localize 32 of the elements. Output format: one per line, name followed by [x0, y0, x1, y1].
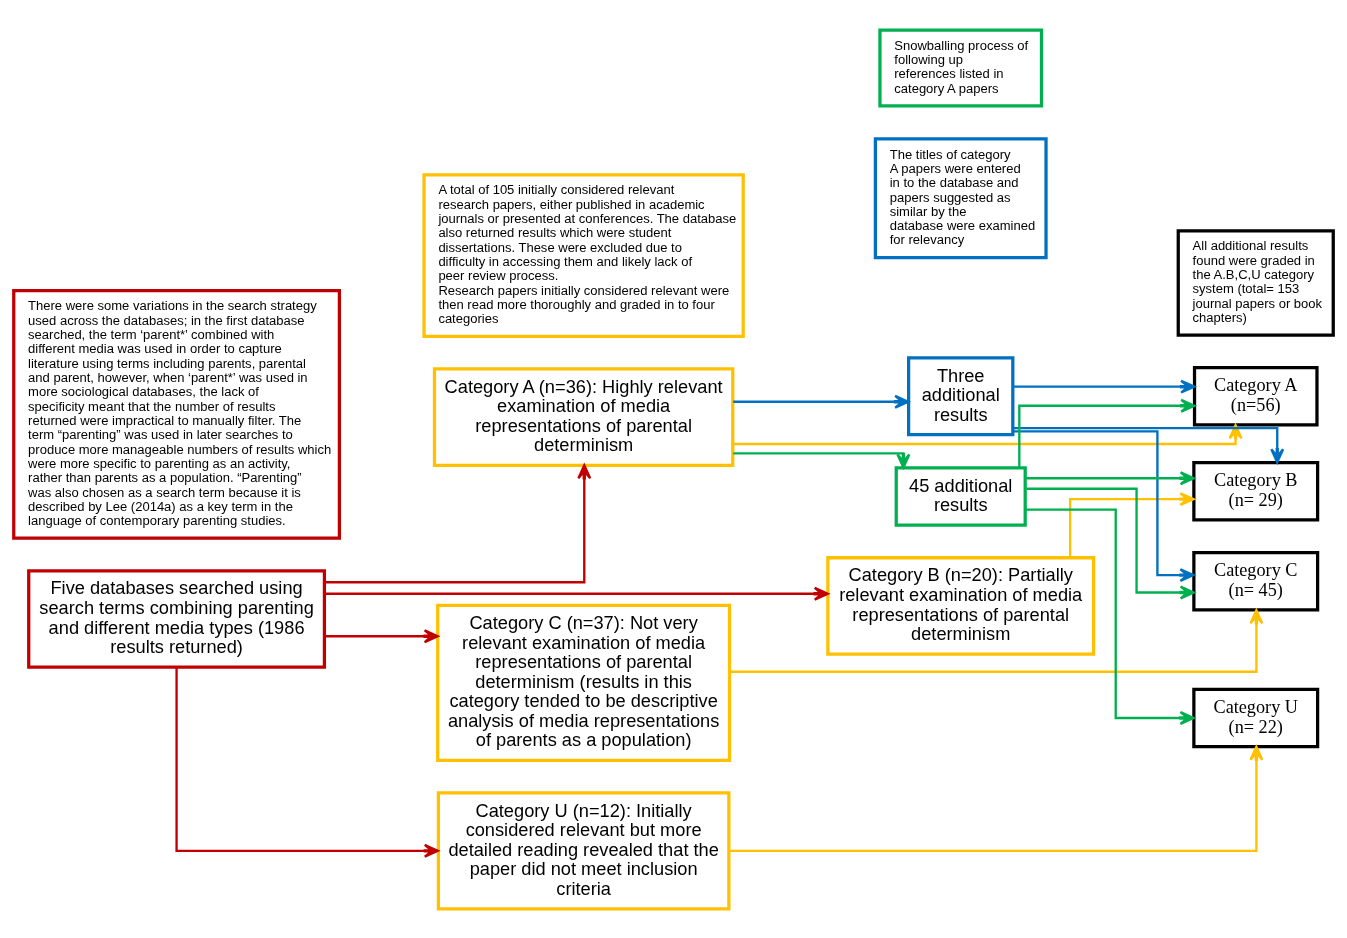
arrow [1025, 507, 1195, 725]
node-box: Category C (n= 45) [1192, 550, 1320, 611]
arrow [324, 586, 829, 601]
node-box: A total of 105 initially considered relevant research papers, either published in academic journals or presented at conferences. The database also returned results which were student dissertations. These were excluded due to difficulty in accessing them and likely lack of peer review process. Research papers initially considered relevant were then read more thoroughly and graded in to four categories [422, 172, 745, 338]
node-box: Category B (n= 29) [1192, 460, 1320, 522]
arrow [1013, 379, 1196, 394]
node-box: Five databases searched using search terms combining parenting and different media types (1986 results returned) [27, 568, 327, 669]
arrow [729, 745, 1264, 852]
node-box: Category U (n=12): Initially considered relevant but more detailed reading revealed that the paper did not meet inclusion criteria [436, 790, 731, 910]
node-box: Category C (n=37): Not very relevant examination of media representations of parental determinism (results in this category tended to be descriptive analysis of media representations of parents as a population) [436, 603, 732, 762]
arrow [1068, 491, 1195, 558]
arrow [175, 667, 439, 858]
arrow [324, 628, 439, 643]
node-box: Category B (n=20): Partially relevant examination of media representations of parental determinism [826, 555, 1096, 656]
node-box: 45 additional results [894, 465, 1027, 527]
arrow [1025, 470, 1195, 485]
node-box: All additional results found were graded in the A.B,C,U category system (total= 153 journal papers or book chapters) [1176, 228, 1335, 337]
node-box: Snowballing process of following up references listed in category A papers [878, 28, 1044, 107]
node-box: Category A (n=36): Highly relevant examination of media representations of parental determinism [432, 366, 735, 467]
node-box: Category U (n= 22) [1192, 687, 1320, 748]
arrow [1013, 426, 1285, 463]
arrow [324, 463, 592, 583]
arrow [1018, 398, 1196, 468]
arrow [1025, 487, 1195, 599]
arrow [1012, 429, 1195, 582]
arrow [729, 608, 1264, 673]
arrow [733, 394, 910, 409]
node-box: Three additional results [907, 355, 1015, 436]
node-box: Category A (n=56) [1192, 365, 1319, 426]
arrow [733, 451, 911, 469]
node-box: There were some variations in the search strategy used across the databases; in the first database searched, the term ‘parent*’ combined with different media was used in order to capture literature using terms including parents, parental and parent, however, when ‘parent*’ was used in more sociological databases, the lack of specificity meant that the number of results returned were impractical to manually filter. The term “parenting” was used in later searches to produce more manageable numbers of results which were more specific to parenting as an activity, rather than parents as a population. “Parenting” was also chosen as a search term because it is described by Lee (2014a) as a key term in the language of contemporary parenting studies. [12, 288, 341, 540]
node-box: The titles of category A papers were entered in to the database and papers suggested as similar by the database were examined for relevancy [873, 136, 1048, 259]
